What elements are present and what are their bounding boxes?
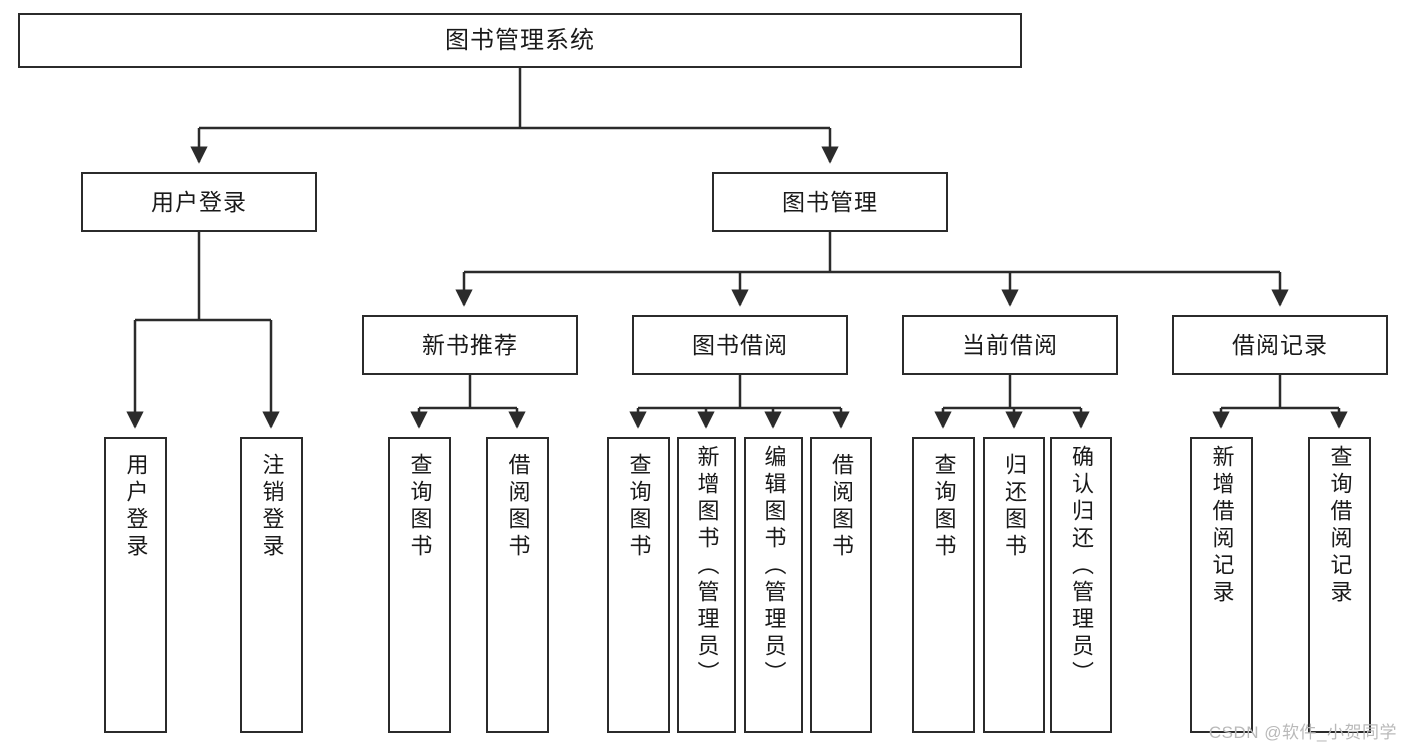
node-current-borrow[interactable]: 当前借阅 xyxy=(902,315,1118,375)
node-leaf-query-book-3[interactable]: 查询图书 xyxy=(912,437,975,733)
node-leaf-query-record[interactable]: 查询借阅记录 xyxy=(1308,437,1371,733)
node-leaf-return-book[interactable]: 归还图书 xyxy=(983,437,1045,733)
node-leaf-add-book-label: 新增图书（管理员） xyxy=(694,445,720,688)
node-leaf-borrow-book-2[interactable]: 借阅图书 xyxy=(810,437,872,733)
node-leaf-user-login-label: 用户登录 xyxy=(123,453,149,561)
node-leaf-edit-book-label: 编辑图书（管理员） xyxy=(761,445,787,688)
node-leaf-query-book-2[interactable]: 查询图书 xyxy=(607,437,670,733)
node-book-borrow-label: 图书借阅 xyxy=(692,331,788,358)
node-leaf-add-record[interactable]: 新增借阅记录 xyxy=(1190,437,1253,733)
node-book-management[interactable]: 图书管理 xyxy=(712,172,948,232)
node-new-book-recommend[interactable]: 新书推荐 xyxy=(362,315,578,375)
node-leaf-query-book-1[interactable]: 查询图书 xyxy=(388,437,451,733)
node-user-login[interactable]: 用户登录 xyxy=(81,172,317,232)
node-borrow-record[interactable]: 借阅记录 xyxy=(1172,315,1388,375)
node-leaf-add-book[interactable]: 新增图书（管理员） xyxy=(677,437,736,733)
node-leaf-return-book-label: 归还图书 xyxy=(1002,453,1027,561)
node-leaf-borrow-book-2-label: 借阅图书 xyxy=(829,453,854,561)
node-borrow-record-label: 借阅记录 xyxy=(1232,331,1328,358)
node-leaf-add-record-label: 新增借阅记录 xyxy=(1209,445,1235,607)
node-leaf-user-login[interactable]: 用户登录 xyxy=(104,437,167,733)
node-current-borrow-label: 当前借阅 xyxy=(962,331,1058,358)
node-leaf-query-book-1-label: 查询图书 xyxy=(407,453,433,561)
node-user-login-label: 用户登录 xyxy=(151,188,247,215)
node-leaf-query-record-label: 查询借阅记录 xyxy=(1327,445,1353,607)
node-leaf-user-logout[interactable]: 注销登录 xyxy=(240,437,303,733)
node-leaf-confirm-return[interactable]: 确认归还（管理员） xyxy=(1050,437,1112,733)
node-new-book-recommend-label: 新书推荐 xyxy=(422,331,518,358)
node-leaf-edit-book[interactable]: 编辑图书（管理员） xyxy=(744,437,803,733)
node-root-label: 图书管理系统 xyxy=(445,26,595,54)
node-root[interactable]: 图书管理系统 xyxy=(18,13,1022,68)
node-leaf-confirm-return-label: 确认归还（管理员） xyxy=(1069,445,1094,688)
node-leaf-borrow-book-1-label: 借阅图书 xyxy=(505,453,531,561)
node-leaf-query-book-2-label: 查询图书 xyxy=(626,453,652,561)
node-leaf-query-book-3-label: 查询图书 xyxy=(931,453,957,561)
csdn-watermark: CSDN @软件_小贺同学 xyxy=(1208,723,1397,742)
node-leaf-borrow-book-1[interactable]: 借阅图书 xyxy=(486,437,549,733)
node-book-management-label: 图书管理 xyxy=(782,188,878,215)
node-leaf-user-logout-label: 注销登录 xyxy=(259,453,285,561)
node-book-borrow[interactable]: 图书借阅 xyxy=(632,315,848,375)
